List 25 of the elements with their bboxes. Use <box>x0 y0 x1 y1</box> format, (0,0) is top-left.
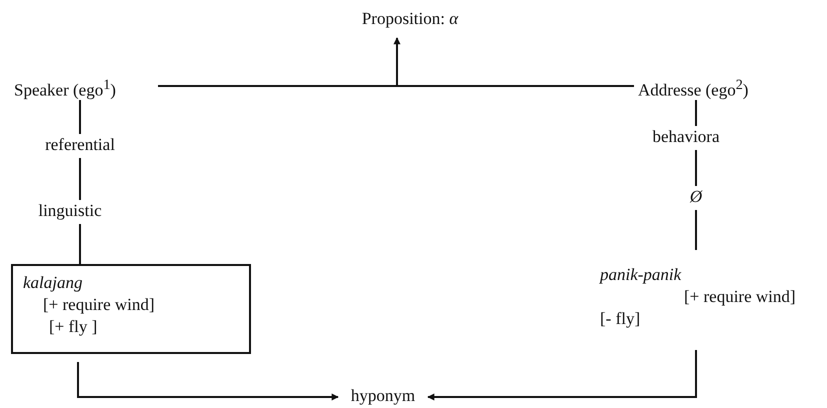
relation-label: referential <box>30 134 130 158</box>
result-label: hyponym <box>338 385 428 407</box>
feature-label: [- fly] <box>600 309 640 328</box>
connector-line <box>79 158 81 200</box>
relation-label: behaviora <box>638 126 734 150</box>
addressee-label: Addresse (ego$^{2}$) <box>638 74 792 100</box>
null-symbol: Ø <box>684 186 708 210</box>
connector-line <box>695 100 697 126</box>
connector-line <box>695 150 697 186</box>
connector-line <box>158 85 634 87</box>
term-label: panik-panik <box>600 265 682 284</box>
feature-label: [+ fly ] <box>49 317 98 336</box>
feature-box <box>11 264 251 354</box>
arrow <box>394 37 400 86</box>
proposition-label: Proposition: α <box>338 8 482 34</box>
arrow <box>77 362 339 400</box>
connector-line <box>79 100 81 134</box>
connector-line <box>79 224 81 264</box>
relation-label: linguistic <box>22 200 118 224</box>
arrow <box>427 350 697 400</box>
feature-label: [+ require wind] <box>684 287 796 306</box>
speaker-label: Speaker (ego$^{1}$) <box>14 74 152 100</box>
connector-line <box>695 210 697 250</box>
feature-label: [+ require wind] <box>43 295 155 314</box>
term-label: kalajang <box>23 273 82 292</box>
